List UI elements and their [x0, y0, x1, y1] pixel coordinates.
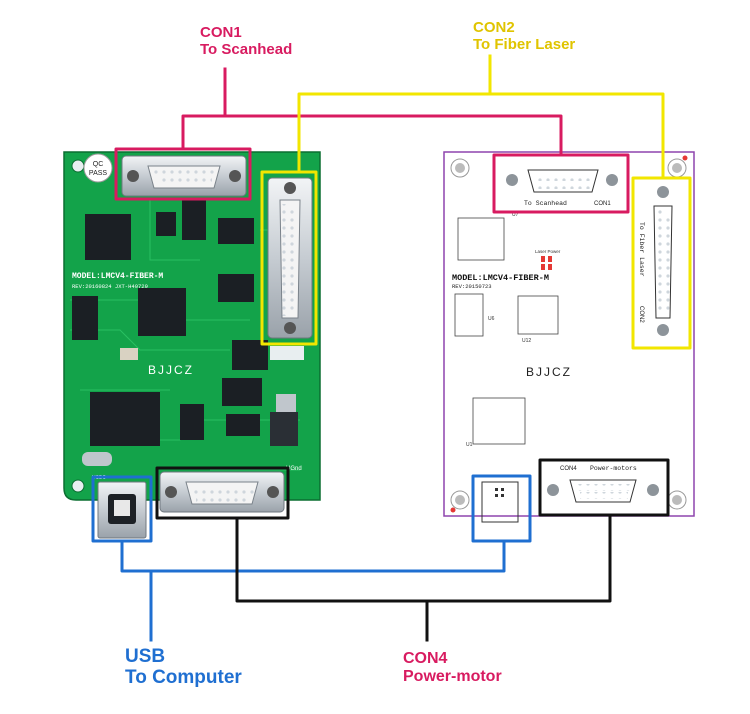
right-board-model-text: MODEL:LMCV4-FIBER-M [452, 273, 549, 283]
svg-text:QC: QC [93, 161, 104, 168]
usb-label-title: USB [125, 646, 166, 667]
con2-label-title: CON2 [473, 19, 515, 36]
svg-text:CON1: CON1 [594, 201, 611, 207]
svg-text:PASS: PASS [89, 170, 107, 177]
con1-wire [114, 67, 630, 214]
right-con4-footprint: CON4 Power-motors [547, 465, 659, 503]
con4-label-title: CON4 [403, 650, 448, 667]
left-board-rev-text: REV:20160824 JXT-H40729 [72, 283, 148, 290]
con2-label-subtitle: To Fiber Laser [473, 35, 576, 53]
right-con1-footprint: To Scanhead CON1 [506, 169, 618, 207]
svg-text:To Scanhead: To Scanhead [524, 200, 567, 207]
svg-text:CON4: CON4 [560, 466, 577, 472]
right-board-rev-text: REV:20150723 [452, 283, 492, 290]
left-con4-db15-connector [159, 471, 285, 513]
con4-label: CON4 Power-motor [403, 650, 502, 685]
con4-label-subtitle: Power-motor [403, 667, 502, 685]
svg-text:U12: U12 [522, 338, 531, 344]
usb-label: USB To Computer [125, 646, 242, 689]
svg-text:U7: U7 [512, 212, 519, 218]
left-con1-db15-connector [121, 155, 247, 197]
right-board-layout: U7 U6 U12 U1 Laser Power MODEL:LMCV4-FIB… [443, 151, 695, 523]
left-con2-db25-connector [267, 177, 313, 339]
usb-controller-chip [85, 214, 131, 260]
right-board-brand-text: BJJCZ [526, 365, 572, 379]
con2-wire [260, 54, 692, 350]
fpga-chip [90, 392, 160, 446]
usb-label-subtitle: To Computer [125, 666, 242, 688]
svg-text:UGnd: UGnd [286, 466, 302, 472]
left-controller-board: QC PASS MODEL:LMCV4-FIBER-M REV:20160824… [63, 151, 321, 539]
processor-chip [138, 288, 186, 336]
svg-text:To Fiber Laser: To Fiber Laser [638, 222, 645, 277]
left-usb-b-port [97, 481, 147, 539]
svg-text:Power-motors: Power-motors [590, 465, 637, 472]
con1-label-title: CON1 [200, 24, 242, 41]
svg-text:CON2: CON2 [638, 306, 644, 323]
svg-text:U6: U6 [488, 316, 495, 322]
svg-text:Laser Power: Laser Power [535, 249, 561, 254]
right-con2-footprint: To Fiber Laser CON2 [638, 186, 673, 336]
qc-pass-sticker: QC PASS [83, 153, 113, 183]
right-usb-footprint [481, 481, 519, 523]
con1-label-subtitle: To Scanhead [200, 40, 293, 58]
con1-label: CON1 To Scanhead [200, 24, 293, 58]
con2-label: CON2 To Fiber Laser [473, 19, 576, 53]
left-board-brand-text: BJJCZ [148, 363, 194, 377]
usb-wire [91, 474, 532, 642]
left-board-model-text: MODEL:LMCV4-FIBER-M [72, 272, 163, 281]
svg-text:U1: U1 [466, 442, 473, 448]
con4-wire [155, 458, 670, 642]
